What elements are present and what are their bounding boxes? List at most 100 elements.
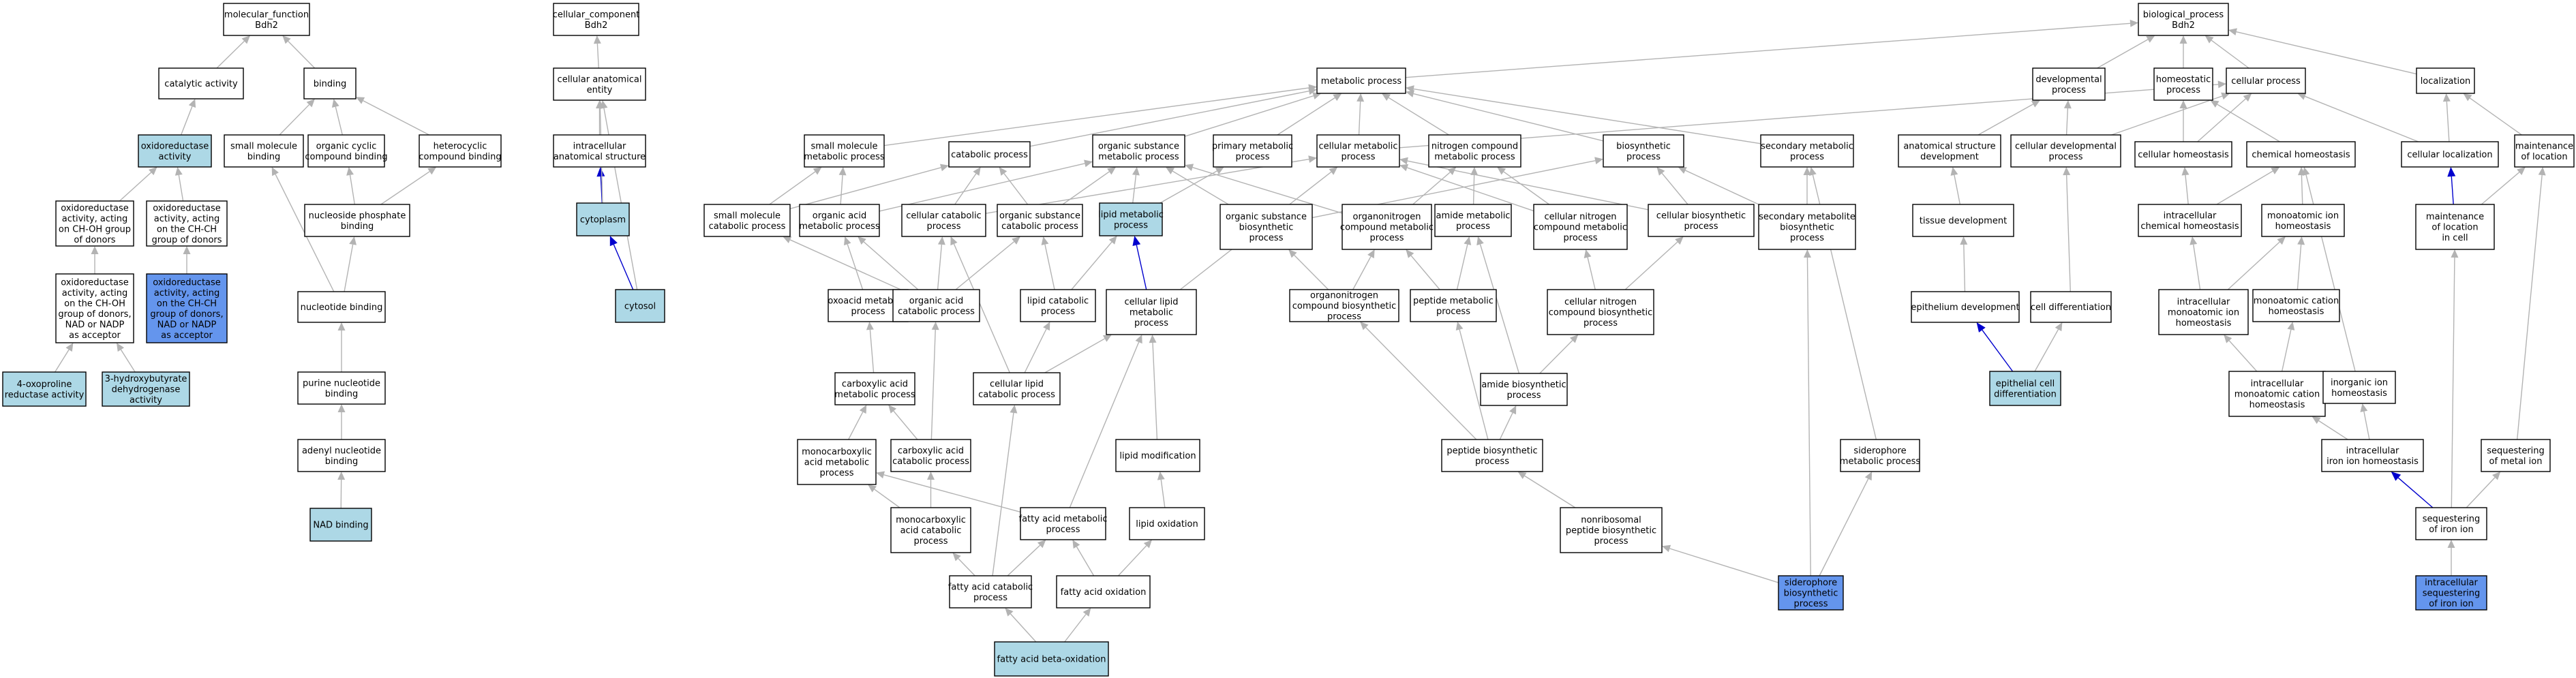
edge-lipcat-to-lipm <box>1071 236 1117 290</box>
edge-line <box>1062 171 1110 205</box>
edge-arrowhead <box>1399 157 1408 165</box>
edge-line <box>883 87 1309 147</box>
edge-nucb-to-npb <box>344 236 357 292</box>
edge-onbio-to-onm <box>1352 249 1375 290</box>
edge-oacat-to-oam <box>858 236 919 290</box>
node-box <box>2226 67 2306 94</box>
edge-arrowhead <box>2312 416 2321 425</box>
edge-fabox-to-faox <box>1064 608 1091 643</box>
edge-line <box>2216 170 2273 205</box>
node-cytosol: cytosol <box>615 289 665 323</box>
node-box <box>1760 134 1854 168</box>
node-label-line: process <box>1790 233 1824 243</box>
edge-arrowhead <box>337 404 346 412</box>
edge-line <box>879 163 1085 212</box>
edge-line <box>2451 257 2455 508</box>
node-local: localization <box>2416 67 2475 94</box>
edge-arrowhead <box>2451 249 2459 258</box>
node-label-line: on CH-OH group <box>59 224 131 234</box>
edge-arrowhead <box>1864 472 1873 481</box>
edge-arrowhead <box>1132 167 1140 176</box>
node-label-line: sequestering <box>2423 514 2481 524</box>
edge-binding-to-mf <box>282 35 316 69</box>
edge-arrowhead <box>1010 405 1018 414</box>
edge-arrowhead <box>600 100 608 109</box>
node-label-line: process <box>1370 233 1404 243</box>
node-chemh: chemical homeostasis <box>2246 141 2356 168</box>
edge-line <box>1388 97 1449 136</box>
node-label-line: metabolic process <box>1434 152 1515 162</box>
edge-line <box>344 244 354 292</box>
node-label-line: siderophore <box>1785 578 1837 588</box>
edge-line <box>1407 160 1649 211</box>
edge-arrowhead <box>1072 540 1080 549</box>
node-label-line: process <box>1584 318 1618 328</box>
edge-arrowhead <box>844 236 851 246</box>
node-box <box>297 291 386 323</box>
edge-arrowhead <box>1108 236 1117 245</box>
edge-adenb-to-purb <box>337 404 346 440</box>
node-box <box>892 289 980 322</box>
edge-cdevp-to-cellp <box>2111 92 2230 136</box>
node-label-line: cytosol <box>624 302 656 312</box>
node-label-line: as acceptor <box>69 330 121 341</box>
node-label-line: metabolic process <box>804 152 885 162</box>
node-box <box>2138 204 2242 237</box>
edge-arrowhead <box>1960 236 1968 245</box>
edge-arrowhead <box>2217 80 2226 89</box>
edge-clipcat-to-ccat <box>950 236 1010 373</box>
edge-line <box>2481 172 2520 205</box>
edge-line <box>2228 340 2258 372</box>
node-label-line: intracellular <box>2177 297 2230 307</box>
node-box <box>146 200 228 247</box>
edge-line <box>363 100 429 136</box>
node-metab: metabolic process <box>1316 67 1406 94</box>
edge-mloc-to-local <box>2463 93 2522 136</box>
edge-line <box>1479 244 1520 374</box>
node-label-line: process <box>1507 390 1541 401</box>
edge-arrowhead <box>1132 236 1141 246</box>
edge-oam-to-smm <box>838 167 847 205</box>
edge-arrowhead <box>2224 335 2232 343</box>
edge-line <box>1405 22 2131 78</box>
edge-lipcat-to-oscat <box>1041 236 1055 290</box>
edge-arrowhead <box>1149 335 1157 343</box>
node-box <box>1289 289 1399 322</box>
edge-line <box>1007 544 1041 576</box>
edge-monoccat-to-carbcat <box>927 472 935 508</box>
edge-line <box>596 43 599 69</box>
edge-arrowhead <box>1082 608 1091 617</box>
edge-catalytic-to-mf <box>216 35 250 69</box>
node-box <box>576 202 630 236</box>
edge-line <box>1024 328 1047 373</box>
node-label-line: cellular catabolic <box>906 211 981 221</box>
node-label-line: catabolic process <box>951 150 1028 160</box>
edge-arrowhead <box>1584 249 1592 258</box>
edge-arrowhead <box>1043 322 1050 331</box>
node-box <box>419 134 502 168</box>
edge-line <box>1076 546 1095 576</box>
node-box <box>2415 575 2487 611</box>
node-box <box>1911 291 2020 323</box>
node-label-line: Bdh2 <box>2172 20 2195 31</box>
node-label-line: organonitrogen <box>1353 212 1421 222</box>
edge-arrowhead <box>1215 167 1224 174</box>
node-fabox: fatty acid beta-oxidation <box>994 641 1109 677</box>
node-label-line: cellular lipid <box>990 379 1044 389</box>
edge-smb-to-binding <box>279 99 315 136</box>
edge-line <box>1661 172 1688 205</box>
edge-line <box>2305 95 2419 142</box>
node-label-line: chemical homeostasis <box>2140 221 2239 232</box>
node-nucb: nucleotide binding <box>297 291 386 323</box>
edge-arrowhead <box>2179 35 2187 44</box>
edge-arrowhead <box>2277 236 2286 245</box>
edge-fabox-to-facat <box>1005 608 1037 643</box>
node-label-line: activity, acting <box>62 214 128 224</box>
